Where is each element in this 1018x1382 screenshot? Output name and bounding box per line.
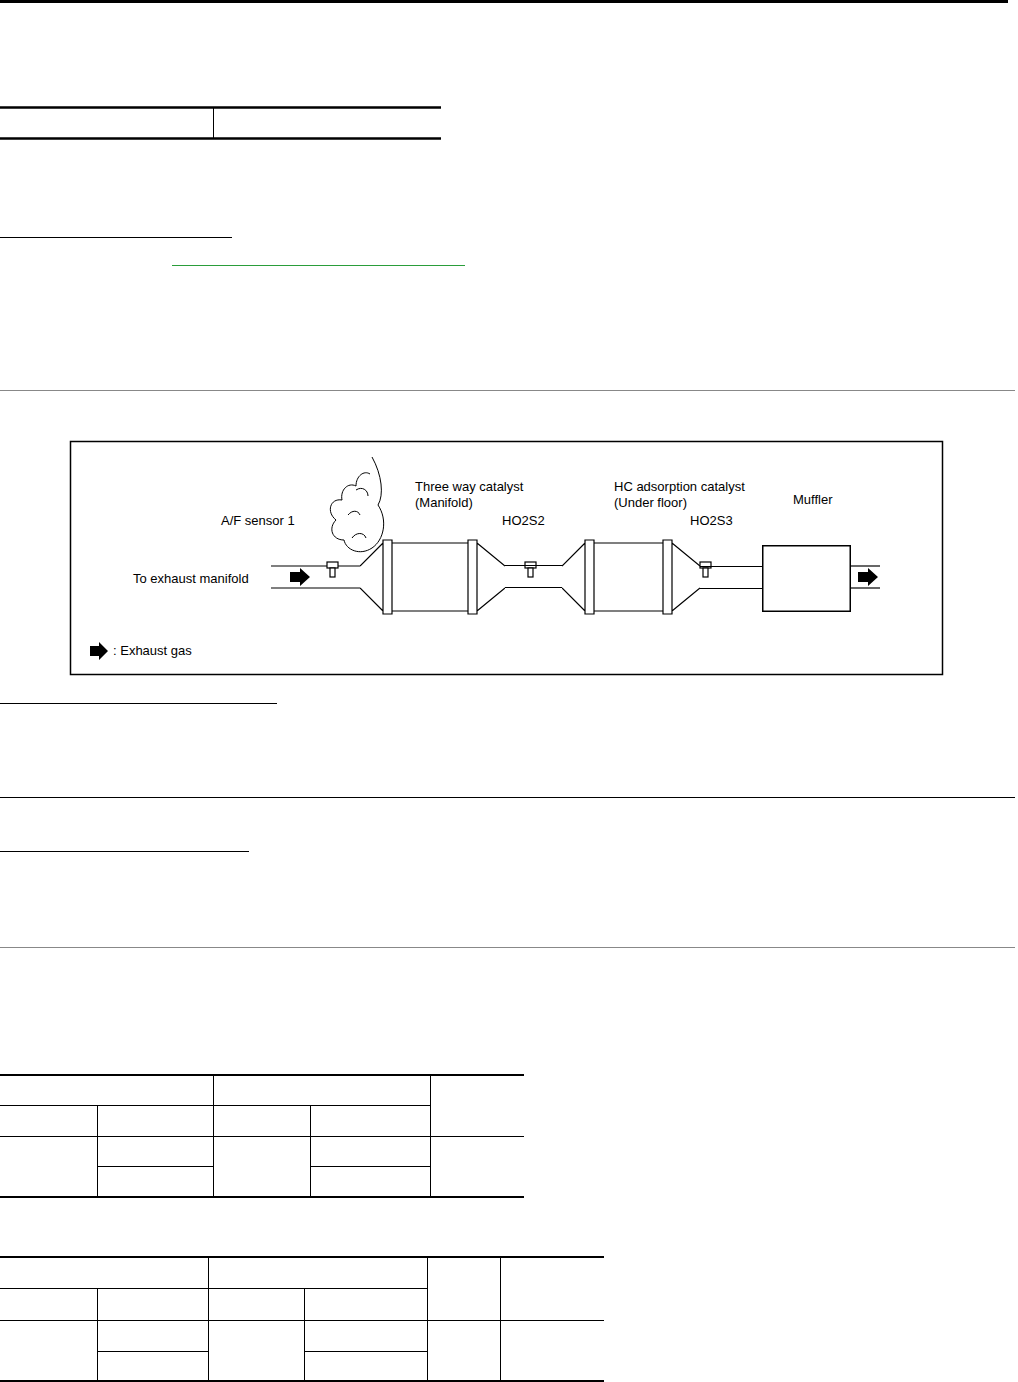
- flow-arrow: [858, 568, 878, 586]
- underline: [0, 237, 232, 238]
- header-table: [0, 108, 441, 139]
- part-name: HC adsorption catalyst (Under floor): [614, 479, 764, 511]
- component-label: To exhaust manifold: [133, 571, 249, 587]
- table-grid: [0, 1075, 524, 1197]
- link-underline: [172, 265, 465, 266]
- component-label: A/F sensor 1: [221, 513, 295, 529]
- legend-text: : Exhaust gas: [113, 643, 192, 659]
- section-rule: [0, 797, 1015, 798]
- node-outline: [762, 545, 851, 612]
- catalyst-unit: HC adsorption catalyst (Under floor): [562, 538, 700, 616]
- component-label: HO2S3: [690, 513, 733, 529]
- table-grid: [0, 1257, 604, 1381]
- catalyst-unit: Three way catalyst (Manifold): [360, 538, 505, 616]
- component-label: HO2S2: [502, 513, 545, 529]
- smoke-cloud: [348, 488, 368, 538]
- underline: [0, 851, 249, 852]
- part-name: Muffler: [793, 492, 833, 508]
- top-rule: [0, 0, 1008, 3]
- pipe-connector: [700, 567, 762, 589]
- section-rule: [0, 947, 1015, 948]
- node-outline: [360, 538, 505, 616]
- muffler-box: Muffler: [762, 545, 851, 612]
- node-outline: [562, 538, 700, 616]
- flow-arrow: [290, 568, 310, 586]
- section-rule: [0, 390, 1015, 391]
- smoke-cloud: [330, 457, 383, 552]
- underline: [0, 703, 277, 704]
- part-name: Three way catalyst (Manifold): [415, 479, 545, 511]
- legend-arrow: [90, 642, 108, 660]
- figure-frame: [71, 442, 943, 675]
- pipe-connector: [505, 566, 562, 588]
